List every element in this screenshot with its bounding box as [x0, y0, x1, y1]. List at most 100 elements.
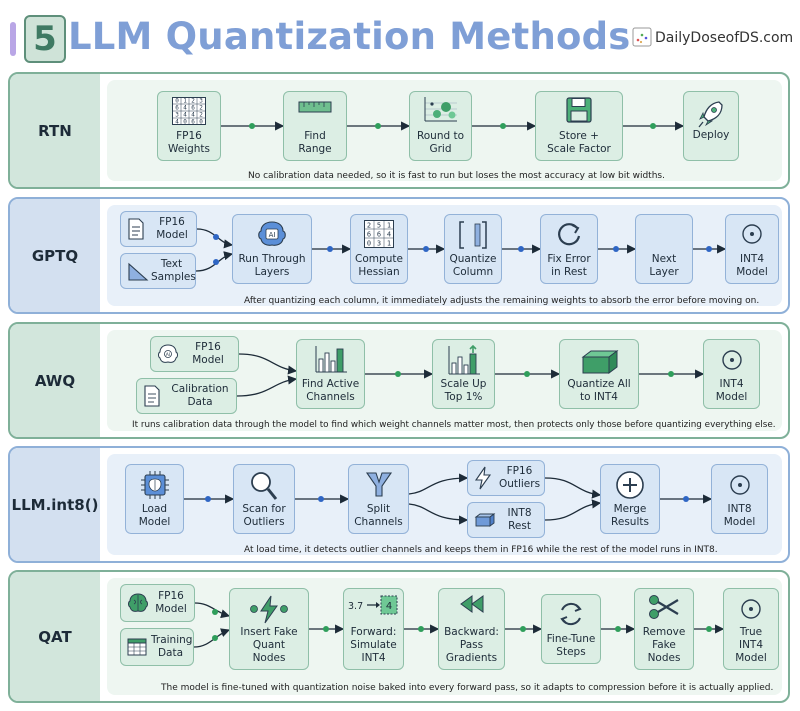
node-label: Run Through Layers [238, 253, 306, 278]
matrix-digit: 6 [367, 231, 371, 239]
node-scale-up: Scale Up Top 1% [432, 339, 495, 409]
node-label: Remove Fake Nodes [642, 626, 686, 664]
node-label: Scale Up Top 1% [440, 378, 487, 403]
node-label: Insert Fake Quant Nodes [240, 626, 298, 664]
node-label: Round to Grid [416, 130, 465, 155]
node-int4-model: INT4 Model [725, 214, 779, 284]
node-fp16-outliers: FP16 Outliers [467, 460, 545, 496]
node-round-to-grid: Round to Grid [409, 91, 472, 161]
section-description: After quantizing each column, it immedia… [244, 296, 760, 306]
node-label: Find Active Channels [301, 378, 360, 403]
node-quantize-column: Quantize Column [444, 214, 502, 284]
node-run-through-layers: AI Run Through Layers [232, 214, 312, 284]
node-label: Deploy [692, 129, 730, 141]
node-training-data: Training Data [120, 628, 194, 666]
node-fine-tune-steps: Fine-Tune Steps [541, 594, 601, 664]
ai-brain-icon: AI [258, 221, 286, 246]
section-description: At load time, it detects outlier channel… [244, 545, 718, 555]
matrix-digit: 0 [367, 240, 371, 248]
section-llm-int8: LLM.int8() Load Model Scan for Outliers [8, 446, 790, 563]
node-remove-fake-nodes: Remove Fake Nodes [634, 588, 694, 670]
node-calibration-data: Calibration Data [136, 378, 237, 414]
floppy-disk-icon [566, 97, 592, 123]
section-label: LLM.int8() [10, 448, 100, 561]
node-label: Quantize Column [449, 253, 497, 278]
quantize-arrow-icon: 3.7 4 [348, 595, 397, 615]
chip-icon [140, 471, 169, 499]
node-label: Store + Scale Factor [547, 130, 611, 155]
node-label: FP16 Weights [167, 130, 211, 155]
matrix-digit: 1 [387, 240, 391, 248]
matrix-digit: 1 [183, 98, 187, 105]
ruler-icon [298, 101, 332, 113]
node-backward-pass: Backward: Pass Gradients [438, 588, 505, 670]
matrix-digit: 4 [387, 231, 391, 239]
node-forward-simulate: 3.7 4 Forward: Simulate INT4 [343, 588, 404, 670]
matrix-digit: 6 [175, 105, 179, 112]
node-label: Merge Results [611, 503, 649, 528]
bar-chart-icon [315, 346, 347, 373]
model-dot-icon [721, 350, 742, 370]
node-label: Training Data [151, 634, 193, 659]
cycle-icon [560, 602, 582, 626]
node-label: INT8 Model [723, 503, 756, 528]
refresh-icon [558, 223, 581, 246]
table-icon [127, 638, 147, 656]
scissors-icon [649, 595, 679, 619]
svg-text:4: 4 [385, 601, 391, 612]
scatter-grid-icon [424, 97, 457, 122]
matrix-digit: 0 [183, 119, 187, 126]
section-awq: AWQ AI FP16 Model Calibration Data [8, 322, 790, 439]
node-int4-model: INT4 Model [703, 339, 760, 409]
node-label: INT4 Model [736, 253, 768, 278]
node-find-range: Find Range [283, 91, 347, 161]
node-label: Quantize All to INT4 [567, 378, 631, 403]
node-fp16-model: FP16 Model [120, 211, 197, 247]
matrix-digit: 1 [387, 222, 391, 230]
node-fp16-model: FP16 Model [120, 584, 195, 622]
section-label: AWQ [10, 324, 100, 437]
matrix-digit: 4 [191, 112, 195, 119]
node-label: True INT4 Model [735, 626, 767, 664]
lightning-icon [474, 466, 492, 490]
model-dot-icon [742, 224, 762, 244]
matrix-digit: 5 [377, 222, 381, 230]
block-icon [581, 350, 619, 374]
matrix-digit: 6 [191, 105, 195, 112]
node-label: Forward: Simulate INT4 [350, 626, 397, 664]
section-gptq: GPTQ FP16 Model Text Samples AI Run T [8, 197, 790, 314]
node-label: Split Channels [354, 503, 403, 528]
node-scan-outliers: Scan for Outliers [233, 464, 295, 534]
matrix-digit: 4 [175, 119, 179, 126]
svg-text:AI: AI [269, 231, 276, 239]
node-true-int4-model: True INT4 Model [723, 588, 779, 670]
matrix-digit: 4 [183, 112, 187, 119]
node-int8-model: INT8 Model [711, 464, 768, 534]
node-load-model: Load Model [125, 464, 184, 534]
matrix-digit: 2 [199, 105, 203, 112]
node-label: Backward: Pass Gradients [444, 626, 499, 664]
node-label: FP16 Model [192, 341, 224, 366]
accent-bar [10, 22, 16, 56]
matrix-digit: 2 [191, 98, 195, 105]
node-next-layer: Next Layer [635, 214, 693, 284]
node-label: Fine-Tune Steps [546, 633, 596, 658]
node-find-active-channels: Find Active Channels [296, 339, 365, 409]
lightning-node-icon [250, 595, 288, 624]
section-label: QAT [10, 572, 100, 701]
node-label: Calibration Data [171, 383, 229, 408]
matrix-digit: 3 [199, 98, 203, 105]
node-label: INT8 Rest [507, 507, 532, 532]
matrix-digit: 0 [199, 119, 203, 126]
svg-text:AI: AI [166, 352, 170, 358]
matrix-digit: 6 [191, 119, 195, 126]
section-panel [107, 454, 782, 555]
matrix-digit: 6 [377, 231, 381, 239]
document-icon [144, 385, 160, 407]
ai-brain-icon: AI [158, 344, 178, 363]
